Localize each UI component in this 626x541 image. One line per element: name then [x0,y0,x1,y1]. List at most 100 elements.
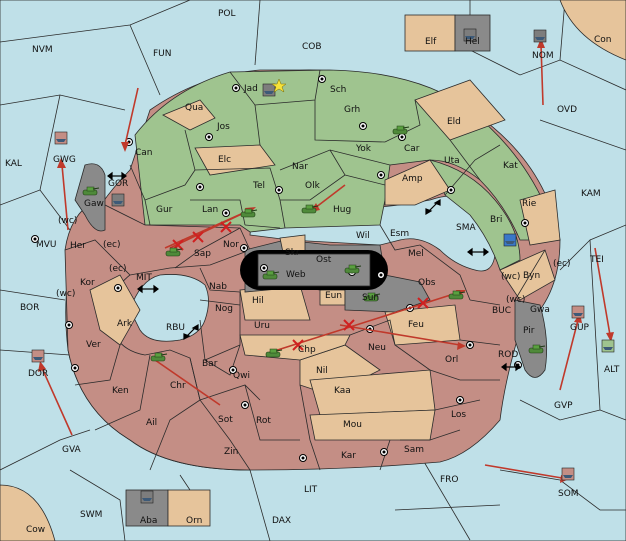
supply-center-icon [466,341,474,349]
label-jos: Jos [216,122,230,132]
label-sam: Sam [404,445,424,455]
label-nor: Nor [223,240,239,250]
label-bor: BOR [20,303,39,313]
region-qua[interactable] [162,99,216,131]
region-eld[interactable] [414,79,506,141]
star-icon [271,78,287,93]
supply-center-icon [377,271,385,279]
tank-icon[interactable] [363,292,381,302]
supply-center-icon [275,186,283,194]
label-lit: LIT [304,485,318,495]
label-qua: Qua [185,103,203,113]
label-alt: ALT [604,365,620,375]
red-territories [64,199,251,471]
ship-icon[interactable] [561,467,575,481]
tank-icon[interactable] [448,290,466,300]
double-arrow-icon [107,171,127,181]
ship-icon[interactable] [571,305,585,319]
ship-icon[interactable] [533,29,547,43]
tank-icon[interactable] [528,344,546,354]
ship-icon[interactable] [31,349,45,363]
supply-center-icon [232,84,240,92]
supply-center-icon [380,448,388,456]
supply-center-icon [359,122,367,130]
double-arrow-icon [183,323,199,341]
label-pol: POL [218,9,236,19]
tank-icon[interactable] [150,352,168,362]
tank-icon[interactable] [265,348,283,358]
ship-icon[interactable] [140,490,154,504]
label-elf: Elf [425,37,437,47]
ship-icon[interactable] [503,233,517,247]
order-arrow [314,184,346,209]
label-orn: Orn [186,516,202,526]
region-rie[interactable] [519,189,561,246]
label-chp: Chp [298,345,316,355]
region-byn[interactable] [499,249,556,301]
order-arrow [339,324,461,346]
label-mel: Mel [408,249,424,259]
label-hel: Hel [465,37,480,47]
label-mvu: MVU [36,240,57,250]
label-chr: Chr [170,381,186,391]
label-ail: Ail [146,418,157,428]
label-sun: Sun [362,293,379,303]
label-con: Con [594,35,612,45]
label-fro: FRO [440,475,459,485]
label-bri: Bri [490,215,502,225]
label-jad: Jad [243,84,258,94]
tank-icon[interactable] [301,204,319,214]
label-mit: MIT [136,273,152,283]
label-nar: Nar [292,162,308,172]
label-neu: Neu [368,343,386,353]
region-elf[interactable] [404,14,456,52]
label-wc1: (wc) [58,216,77,226]
tank-icon[interactable] [82,186,100,196]
supply-centers [31,75,529,462]
label-gaw: Gaw [84,199,104,209]
label-uru: Uru [254,321,270,331]
label-ver: Ver [86,340,101,350]
supply-center-icon [456,396,464,404]
region-amp[interactable] [384,159,451,206]
tank-icon[interactable] [344,264,362,274]
arrowhead [606,332,614,342]
label-gvp: GVP [554,401,573,411]
label-skr: Skr [285,248,300,258]
region-mou[interactable] [309,409,436,441]
label-ec3: (ec) [553,259,571,269]
ship-icon[interactable] [463,28,477,42]
region-pir[interactable] [514,299,548,378]
label-ec2: (ec) [109,264,127,274]
label-obs: Obs [418,278,436,288]
sea-rbu[interactable] [129,274,209,342]
label-dor: DOR [28,369,48,379]
tank-icon[interactable] [392,125,410,135]
region-orn[interactable] [167,489,211,527]
label-rie: Rie [522,199,537,209]
label-kam: KAM [581,189,601,199]
tank-icon[interactable] [240,208,258,218]
order-arrow [154,359,221,406]
label-gva: GVA [62,445,82,455]
ship-icon[interactable] [262,83,276,97]
ship-icon[interactable] [111,193,125,207]
ship-icon[interactable] [54,131,68,145]
label-eun: Eun [325,291,342,301]
label-lan: Lan [202,205,218,215]
tank-icon[interactable] [165,247,183,257]
label-rot: Rot [256,416,271,426]
ship-icon[interactable] [601,339,615,353]
label-gwg: GWG [53,155,76,165]
region-gaw[interactable] [74,163,106,232]
label-tel: Tel [252,181,265,191]
region-ark[interactable] [89,274,141,346]
supply-center-icon [71,364,79,372]
order-arrow [124,87,139,146]
label-ark: Ark [117,319,133,329]
label-byn: Byn [523,271,540,281]
region-elc[interactable] [194,144,276,176]
label-zin: Zin [224,447,238,457]
label-olk: Olk [305,181,321,191]
tank-icon[interactable] [262,270,280,280]
